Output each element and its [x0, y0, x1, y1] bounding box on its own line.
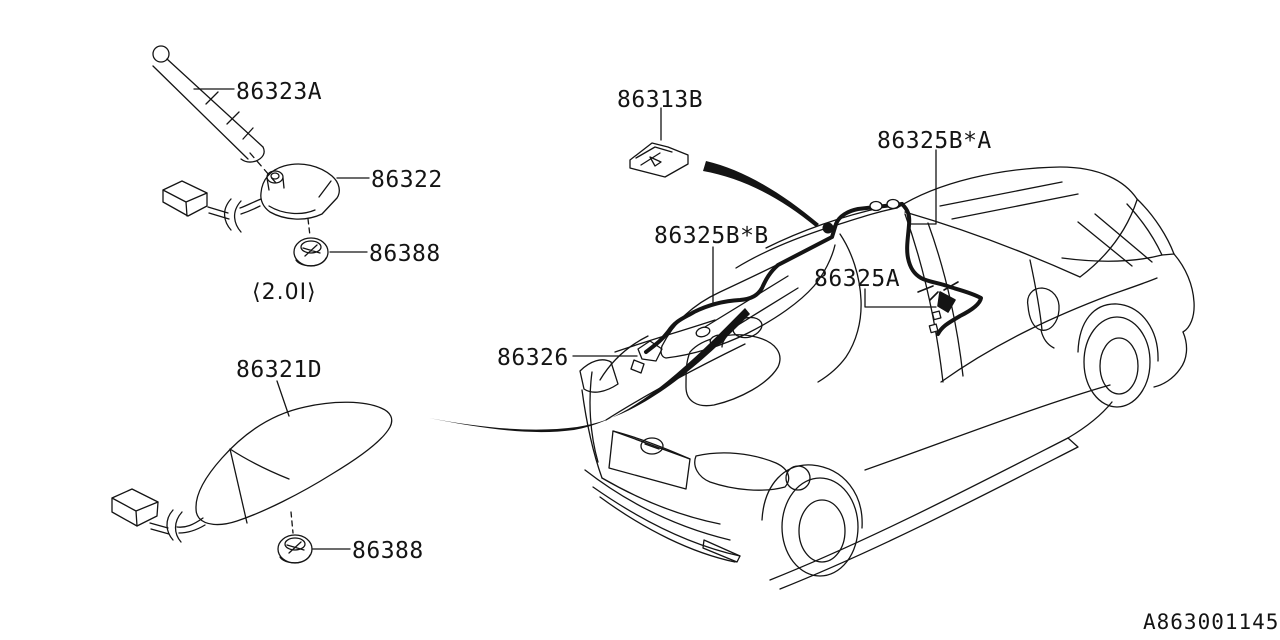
feeder-connector-86325a	[917, 281, 959, 313]
label-86325A: 86325A	[814, 266, 901, 292]
label-86388-top: 86388	[369, 241, 441, 267]
clip-drawing	[629, 107, 689, 178]
label-86322: 86322	[371, 167, 443, 193]
rod-antenna-drawing	[152, 45, 370, 267]
car-outline	[579, 166, 1195, 590]
drawing-number: A863001145	[1143, 610, 1280, 634]
fin-antenna-drawing	[111, 380, 393, 564]
label-86321D: 86321D	[236, 357, 323, 383]
feeder-cable	[644, 202, 983, 354]
label-86325B-A: 86325B*A	[877, 128, 992, 154]
mount-point-dot	[822, 222, 834, 234]
label-86325B-B: 86325B*B	[654, 223, 769, 249]
leader-lines	[572, 149, 937, 357]
label-86388-bottom: 86388	[352, 538, 424, 564]
label-86313B: 86313B	[617, 87, 704, 113]
locator-arrows	[429, 161, 834, 433]
feeder-connector-86326	[630, 340, 663, 374]
label-86326: 86326	[497, 345, 569, 371]
variant-note: ⟨2.0I⟩	[252, 280, 317, 305]
label-86323A: 86323A	[236, 79, 323, 105]
